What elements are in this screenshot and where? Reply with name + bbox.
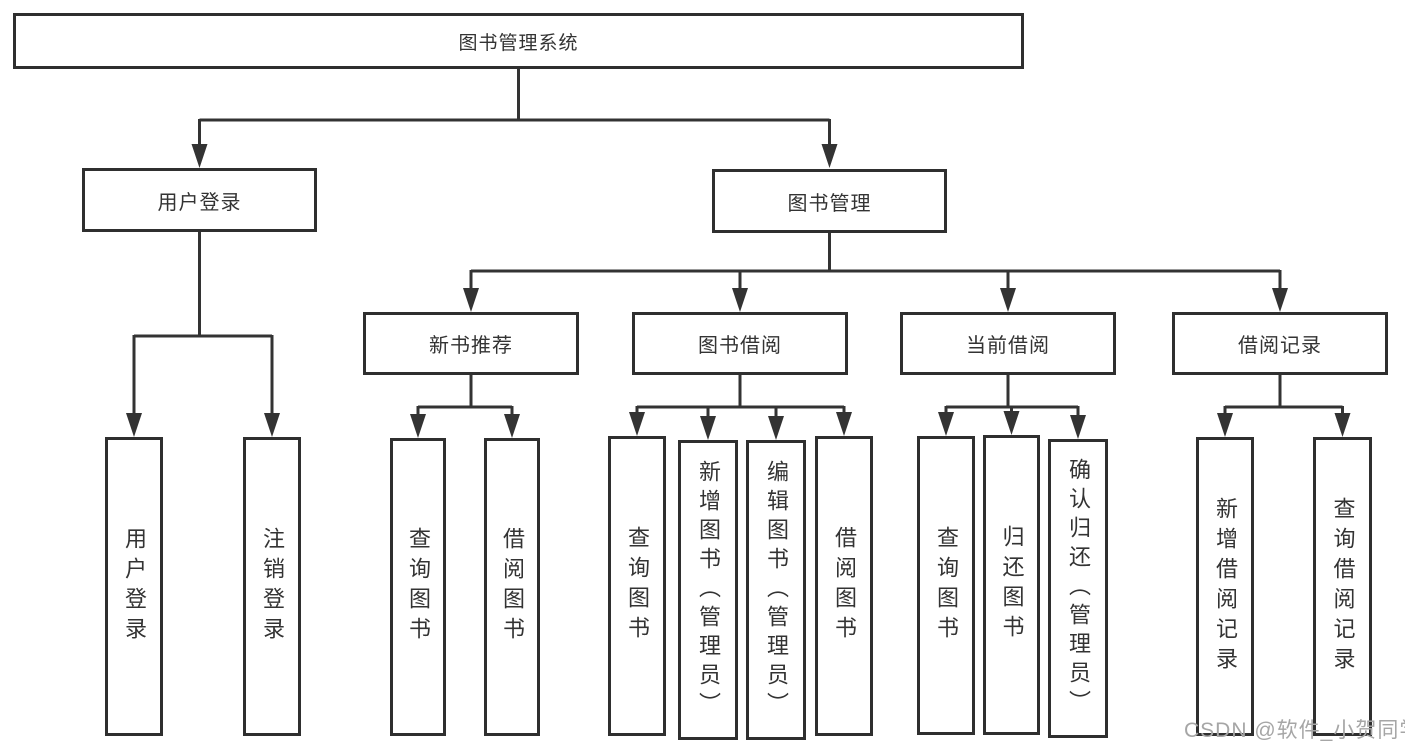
node-borrow-records: 借阅记录 xyxy=(1172,312,1388,375)
leaf-recommend-borrow-book: 借阅图书 xyxy=(484,438,540,736)
leaf-edit-book-admin-label: 编辑图书（管理员） xyxy=(764,459,789,721)
leaf-confirm-return-admin: 确认归还（管理员） xyxy=(1048,439,1108,738)
node-root: 图书管理系统 xyxy=(13,13,1024,69)
node-borrow-records-label: 借阅记录 xyxy=(1238,335,1322,357)
leaf-borrow-book-label: 借阅图书 xyxy=(832,526,857,646)
node-new-book-recommend-label: 新书推荐 xyxy=(429,335,513,357)
node-new-book-recommend: 新书推荐 xyxy=(363,312,579,375)
leaf-query-borrow-record-label: 查询借阅记录 xyxy=(1330,496,1356,677)
leaf-edit-book-admin: 编辑图书（管理员） xyxy=(746,440,806,740)
leaf-borrow-query-book-label: 查询图书 xyxy=(625,526,650,646)
leaf-current-query-book: 查询图书 xyxy=(917,436,975,735)
leaf-return-book-label: 归还图书 xyxy=(999,525,1025,645)
leaf-add-borrow-record: 新增借阅记录 xyxy=(1196,437,1254,736)
leaf-recommend-borrow-book-label: 借阅图书 xyxy=(500,527,525,647)
leaf-add-book-admin: 新增图书（管理员） xyxy=(678,440,738,740)
leaf-recommend-query-book-label: 查询图书 xyxy=(406,527,431,647)
leaf-add-book-admin-label: 新增图书（管理员） xyxy=(696,459,721,721)
leaf-add-borrow-record-label: 新增借阅记录 xyxy=(1213,496,1238,677)
leaf-logout: 注销登录 xyxy=(243,437,301,736)
leaf-query-borrow-record: 查询借阅记录 xyxy=(1313,437,1372,736)
node-current-borrow-label: 当前借阅 xyxy=(966,335,1050,357)
node-user-login-label: 用户登录 xyxy=(157,191,242,214)
leaf-borrow-query-book: 查询图书 xyxy=(608,436,666,736)
node-book-borrow-label: 图书借阅 xyxy=(698,335,782,357)
leaf-current-query-book-label: 查询图书 xyxy=(934,525,959,646)
leaf-user-login: 用户登录 xyxy=(105,437,163,736)
node-current-borrow: 当前借阅 xyxy=(900,312,1116,375)
csdn-watermark: CSDN @软件_小贺同学 xyxy=(1184,719,1405,742)
leaf-return-book: 归还图书 xyxy=(983,435,1040,735)
leaf-confirm-return-admin-label: 确认归还（管理员） xyxy=(1066,458,1091,719)
node-root-label: 图书管理系统 xyxy=(458,32,579,54)
node-book-borrow: 图书借阅 xyxy=(632,312,848,375)
leaf-logout-label: 注销登录 xyxy=(260,526,285,647)
node-user-login: 用户登录 xyxy=(82,168,317,232)
leaf-borrow-book: 借阅图书 xyxy=(815,436,873,736)
node-book-management: 图书管理 xyxy=(712,169,947,233)
leaf-user-login-label: 用户登录 xyxy=(122,526,147,647)
node-book-management-label: 图书管理 xyxy=(787,192,872,215)
leaf-recommend-query-book: 查询图书 xyxy=(390,438,446,736)
